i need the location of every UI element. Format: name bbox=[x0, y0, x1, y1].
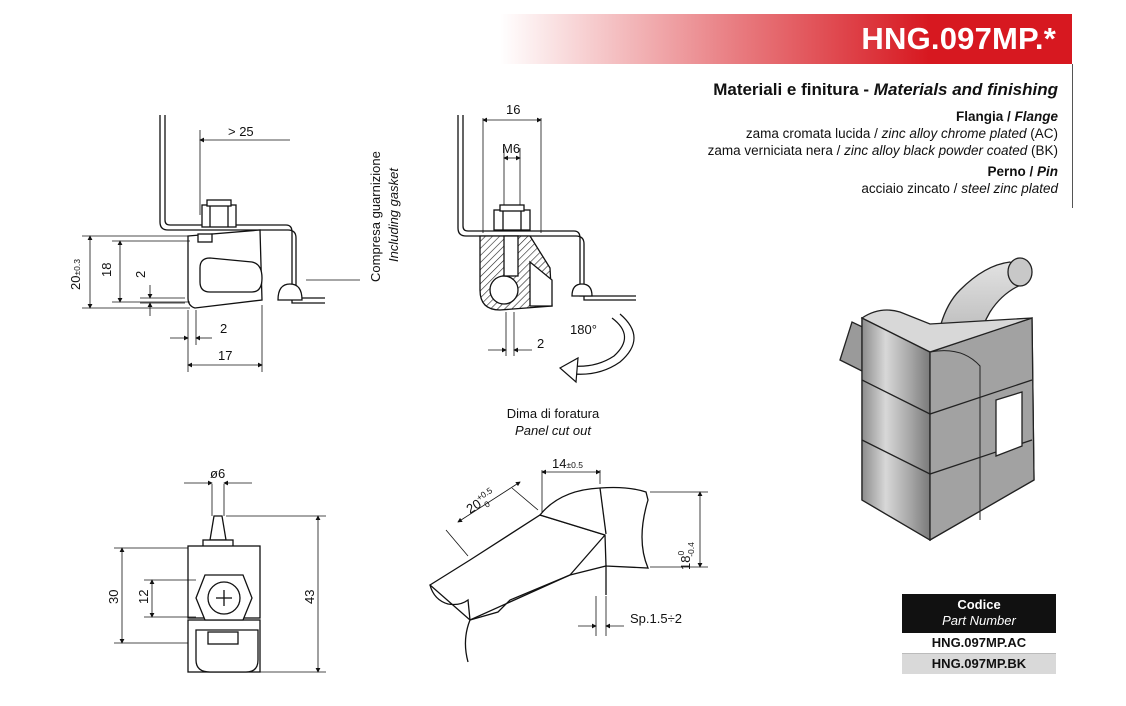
dim-16: 16 bbox=[506, 102, 520, 117]
section-view bbox=[457, 115, 636, 384]
dim-30: 30 bbox=[106, 590, 121, 604]
gasket-label-it: Compresa guarnizione bbox=[368, 151, 383, 282]
dim-over-25: > 25 bbox=[228, 124, 254, 139]
cutout-dim-14: 14±0.5 bbox=[552, 456, 583, 471]
dim-phi6: ø6 bbox=[210, 466, 225, 481]
dim-m6: M6 bbox=[502, 141, 520, 156]
materials-title: Materiali e finitura - Materials and fin… bbox=[713, 80, 1058, 99]
cutout-thickness: Sp.1.5÷2 bbox=[630, 611, 682, 626]
materials-section: Materiali e finitura - Materials and fin… bbox=[538, 80, 1058, 197]
rotation-label: 180° bbox=[570, 322, 597, 337]
part-number-row: HNG.097MP.AC bbox=[902, 633, 1056, 654]
dim-18: 18 bbox=[99, 263, 114, 277]
dim-12: 12 bbox=[136, 590, 151, 604]
panel-cutout-title: Dima di foratura Panel cut out bbox=[506, 406, 600, 438]
pin-line: acciaio zincato / steel zinc plated bbox=[861, 181, 1058, 196]
pin-heading: Perno / Pin bbox=[987, 164, 1058, 179]
header-band bbox=[500, 14, 1072, 64]
dim-2-section: 2 bbox=[537, 336, 544, 351]
gasket-label-en: Including gasket bbox=[386, 167, 401, 262]
part-number-row: HNG.097MP.BK bbox=[902, 654, 1056, 674]
flange-heading: Flangia / Flange bbox=[955, 109, 1058, 124]
front-view bbox=[114, 480, 326, 673]
flange-line-bk: zama verniciata nera / zinc alloy black … bbox=[707, 143, 1058, 158]
dim-17: 17 bbox=[218, 348, 232, 363]
product-code-title: HNG.097MP.* bbox=[861, 21, 1056, 56]
cutout-dim-18: 180-0.4 bbox=[676, 542, 696, 570]
dim-2-side: 2 bbox=[133, 271, 148, 278]
header-divider bbox=[1072, 64, 1073, 208]
flange-line-ac: zama cromata lucida / zinc alloy chrome … bbox=[745, 126, 1058, 141]
dim-43: 43 bbox=[302, 590, 317, 604]
dim-20: 20±0.3 bbox=[68, 259, 83, 290]
part-number-table: Codice Part Number HNG.097MP.AC HNG.097M… bbox=[902, 594, 1056, 674]
part-number-header: Codice Part Number bbox=[902, 594, 1056, 633]
cutout-dim-20: 20+0.50 bbox=[462, 485, 499, 519]
dim-2-bottom: 2 bbox=[220, 321, 227, 336]
hinge-3d-illustration bbox=[839, 257, 1035, 542]
side-view bbox=[82, 115, 360, 372]
panel-cutout-drawing bbox=[428, 469, 708, 663]
